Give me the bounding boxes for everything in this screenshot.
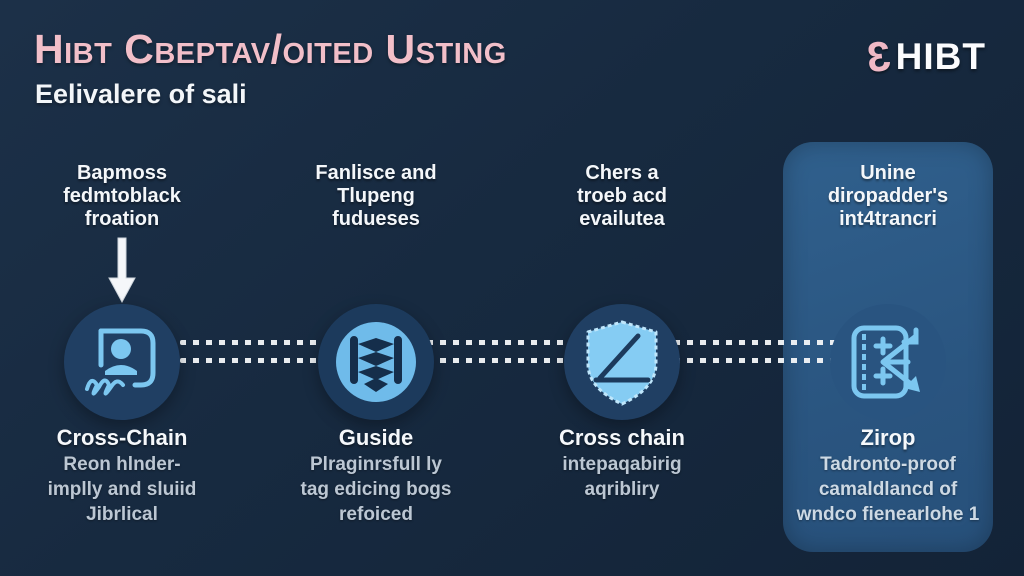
header-line: evailutea: [579, 208, 665, 230]
caption-title: Guside: [338, 425, 414, 450]
caption-line: Reon hlnder-: [63, 454, 181, 475]
caption-line: Jibrlical: [86, 504, 158, 525]
id-badge-icon: [64, 304, 180, 420]
header-line: Tlupeng: [337, 185, 415, 207]
brand-logo: 3 HIBT: [864, 31, 986, 82]
caption-line: Plraginrsfull ly: [310, 454, 442, 475]
shield-pencil-icon: [564, 304, 680, 420]
header-line: fudueses: [332, 208, 420, 230]
page-title: Hibt Cbeptav/oited Usting: [34, 26, 507, 72]
column-3-caption: Cross chain intepaqabirig aqribliry: [502, 424, 742, 502]
layered-book-icon: [318, 304, 434, 420]
caption-line: wndco fienearlohe 1: [796, 504, 980, 525]
caption-line: implly and sluiid: [47, 479, 197, 500]
header-line: fedmtoblack: [63, 185, 181, 207]
column-1-header: Bapmoss fedmtoblack froation: [2, 162, 242, 231]
flow-export-icon: [830, 304, 946, 420]
header-line: diropadder's: [827, 185, 949, 207]
header-line: Bapmoss: [76, 162, 168, 184]
caption-title: Zirop: [860, 425, 916, 450]
caption-title: Cross-Chain: [56, 425, 188, 450]
column-4-caption: Zirop Tadronto-proof camaldlancd of wndc…: [768, 424, 1008, 527]
column-3-header: Chers a troeb acd evailutea: [502, 162, 742, 231]
caption-line: camaldlancd of: [818, 479, 958, 500]
logo-text: HIBT: [895, 36, 986, 77]
down-arrow-icon: [108, 237, 136, 304]
page-subtitle: Eelivalere of sali: [35, 79, 247, 109]
caption-title: Cross chain: [559, 425, 685, 450]
column-2-caption: Guside Plraginrsfull ly tag edicing bogs…: [256, 424, 496, 527]
caption-line: aqribliry: [584, 479, 660, 500]
logo-swirl-icon: 3: [864, 31, 894, 82]
caption-line: tag edicing bogs: [300, 479, 452, 500]
header-line: froation: [84, 208, 160, 230]
column-1-caption: Cross-Chain Reon hlnder- implly and slui…: [2, 424, 242, 527]
header-line: Unine: [860, 162, 916, 184]
column-2-header: Fanlisce and Tlupeng fudueses: [256, 162, 496, 231]
caption-line: intepaqabirig: [562, 454, 682, 475]
header-line: Chers a: [585, 162, 659, 184]
caption-line: Tadronto-proof: [820, 454, 956, 475]
caption-line: refoiced: [339, 504, 413, 525]
header-line: Fanlisce and: [315, 162, 437, 184]
dotted-connector-bottom: [180, 358, 846, 363]
dotted-connector-top: [180, 340, 846, 345]
header-line: int4trancri: [839, 208, 937, 230]
header-line: troeb acd: [576, 185, 668, 207]
column-4-header: Unine diropadder's int4trancri: [768, 162, 1008, 231]
